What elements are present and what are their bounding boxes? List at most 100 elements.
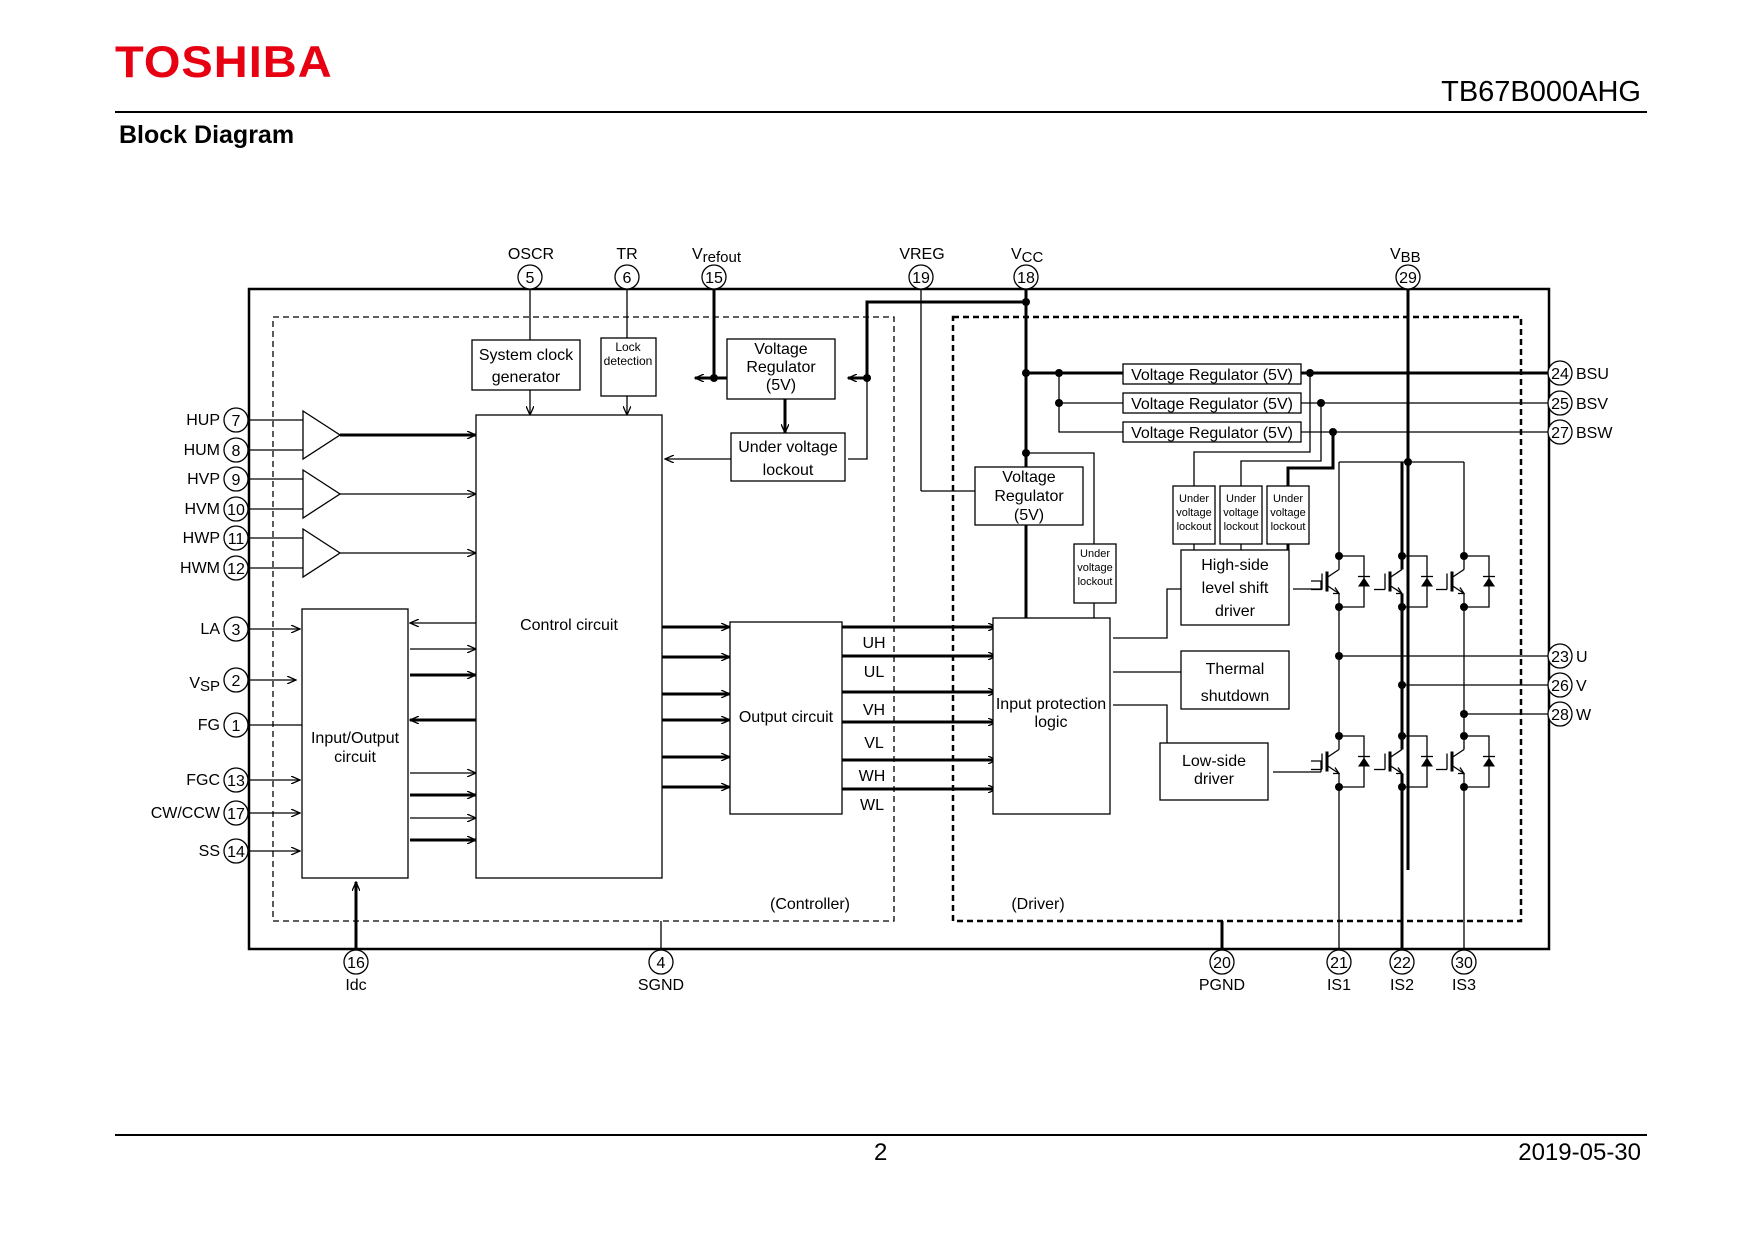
svg-text:voltage: voltage	[1077, 562, 1112, 574]
svg-text:generator: generator	[492, 369, 561, 386]
svg-text:BSU: BSU	[1576, 366, 1609, 383]
igbt-emitter	[1389, 584, 1403, 595]
igbt-arrow	[1458, 767, 1466, 775]
igbt-emitter	[1451, 584, 1465, 595]
svg-text:driver: driver	[1215, 603, 1256, 620]
bs-regulator-v	[1122, 392, 1302, 414]
diode-loop	[1339, 735, 1365, 788]
svg-text:Output circuit: Output circuit	[739, 709, 834, 726]
bs-uvlo-w	[1266, 485, 1310, 545]
hall-amp-u	[302, 409, 342, 461]
freewheel-diode-icon	[1358, 577, 1370, 587]
svg-text:12: 12	[227, 561, 245, 578]
svg-text:VSP: VSP	[189, 675, 220, 695]
signal-wh: WH	[859, 768, 886, 785]
svg-text:2: 2	[232, 673, 241, 690]
svg-text:HWP: HWP	[183, 530, 220, 547]
bs-uvlo-u	[1172, 485, 1216, 545]
pin-tr: TR 6	[614, 246, 640, 290]
svg-text:9: 9	[232, 472, 241, 489]
svg-text:BSV: BSV	[1576, 396, 1608, 413]
hall-amp-v	[302, 468, 342, 520]
igbt-low-v-icon	[1389, 748, 1403, 759]
pin-oscr: OSCR 5	[508, 246, 554, 290]
svg-text:voltage: voltage	[1223, 507, 1258, 519]
driver-region	[951, 315, 1523, 923]
svg-text:IS1: IS1	[1327, 977, 1351, 994]
pin-bsw: 27 BSW	[1547, 419, 1613, 445]
igbt-low-u-icon	[1326, 748, 1340, 759]
svg-text:voltage: voltage	[1176, 507, 1211, 519]
svg-text:Vrefout: Vrefout	[692, 246, 742, 266]
igbt-arrow	[1333, 767, 1341, 775]
signal-wl: WL	[860, 797, 884, 814]
svg-text:VCC: VCC	[1011, 246, 1044, 266]
svg-text:6: 6	[623, 270, 632, 287]
controller-region	[272, 316, 895, 922]
svg-text:driver: driver	[1194, 771, 1235, 788]
system-clock-generator: System clock generator	[471, 339, 581, 391]
igbt-emitter	[1326, 764, 1340, 775]
svg-text:shutdown: shutdown	[1201, 688, 1270, 705]
input-protection-logic: Input protection logic	[992, 617, 1111, 815]
svg-text:10: 10	[227, 502, 245, 519]
svg-text:21: 21	[1330, 955, 1348, 972]
svg-text:Under: Under	[1080, 548, 1110, 560]
signal-vl: VL	[864, 735, 884, 752]
gate-drive-low	[1311, 760, 1322, 772]
thermal-shutdown: Thermal shutdown	[1180, 650, 1290, 710]
svg-text:3: 3	[232, 622, 241, 639]
svg-text:Under: Under	[1179, 493, 1209, 505]
svg-text:Regulator: Regulator	[746, 359, 816, 376]
svg-text:PGND: PGND	[1199, 977, 1245, 994]
igbt-low-w-icon	[1451, 748, 1465, 759]
svg-text:SGND: SGND	[638, 977, 684, 994]
voltage-regulator-driver: Voltage Regulator (5V)	[974, 466, 1084, 526]
svg-text:16: 16	[347, 955, 365, 972]
igbt-arrow	[1396, 587, 1404, 595]
svg-text:27: 27	[1551, 425, 1569, 442]
header-divider	[115, 111, 1647, 113]
svg-text:Regulator: Regulator	[994, 488, 1064, 505]
svg-text:Voltage Regulator (5V): Voltage Regulator (5V)	[1131, 396, 1293, 413]
document-date: 2019-05-30	[1518, 1139, 1641, 1166]
bootstrap-uvlo-blocks: Under voltage lockout Under voltage lock…	[1172, 485, 1310, 545]
svg-text:HUP: HUP	[186, 412, 220, 429]
svg-text:BSW: BSW	[1576, 425, 1613, 442]
bootstrap-voltage-regulators: Voltage Regulator (5V) Voltage Regulator…	[1122, 363, 1302, 443]
signal-ul: UL	[864, 664, 885, 681]
controller-region-label: (Controller)	[770, 896, 850, 913]
svg-text:26: 26	[1551, 678, 1569, 695]
svg-text:level shift: level shift	[1202, 580, 1269, 597]
svg-text:(5V): (5V)	[766, 377, 796, 394]
svg-text:24: 24	[1551, 366, 1569, 383]
bs-regulator-w	[1122, 421, 1302, 443]
freewheel-diode-icon	[1421, 757, 1433, 767]
svg-text:Thermal: Thermal	[1206, 661, 1265, 678]
svg-text:lockout: lockout	[1177, 521, 1212, 533]
bs-uvlo-v	[1219, 485, 1263, 545]
pin-hup: HUP 7	[186, 407, 249, 433]
freewheel-diode-icon	[1483, 757, 1495, 767]
svg-text:voltage: voltage	[1270, 507, 1305, 519]
svg-text:(5V): (5V)	[1014, 507, 1044, 524]
part-number: TB67B000AHG	[1441, 76, 1641, 108]
svg-text:lockout: lockout	[1224, 521, 1259, 533]
svg-text:logic: logic	[1035, 714, 1068, 731]
igbt-emitter	[1326, 584, 1340, 595]
svg-text:11: 11	[228, 531, 245, 548]
svg-text:18: 18	[1017, 270, 1035, 287]
freewheel-diode-icon	[1483, 577, 1495, 587]
svg-text:V: V	[1576, 678, 1587, 695]
output-circuit: Output circuit	[729, 621, 843, 815]
svg-text:7: 7	[232, 413, 241, 430]
signal-uh: UH	[862, 635, 885, 652]
undervoltage-lockout-driver: Under voltage lockout	[1073, 543, 1117, 604]
